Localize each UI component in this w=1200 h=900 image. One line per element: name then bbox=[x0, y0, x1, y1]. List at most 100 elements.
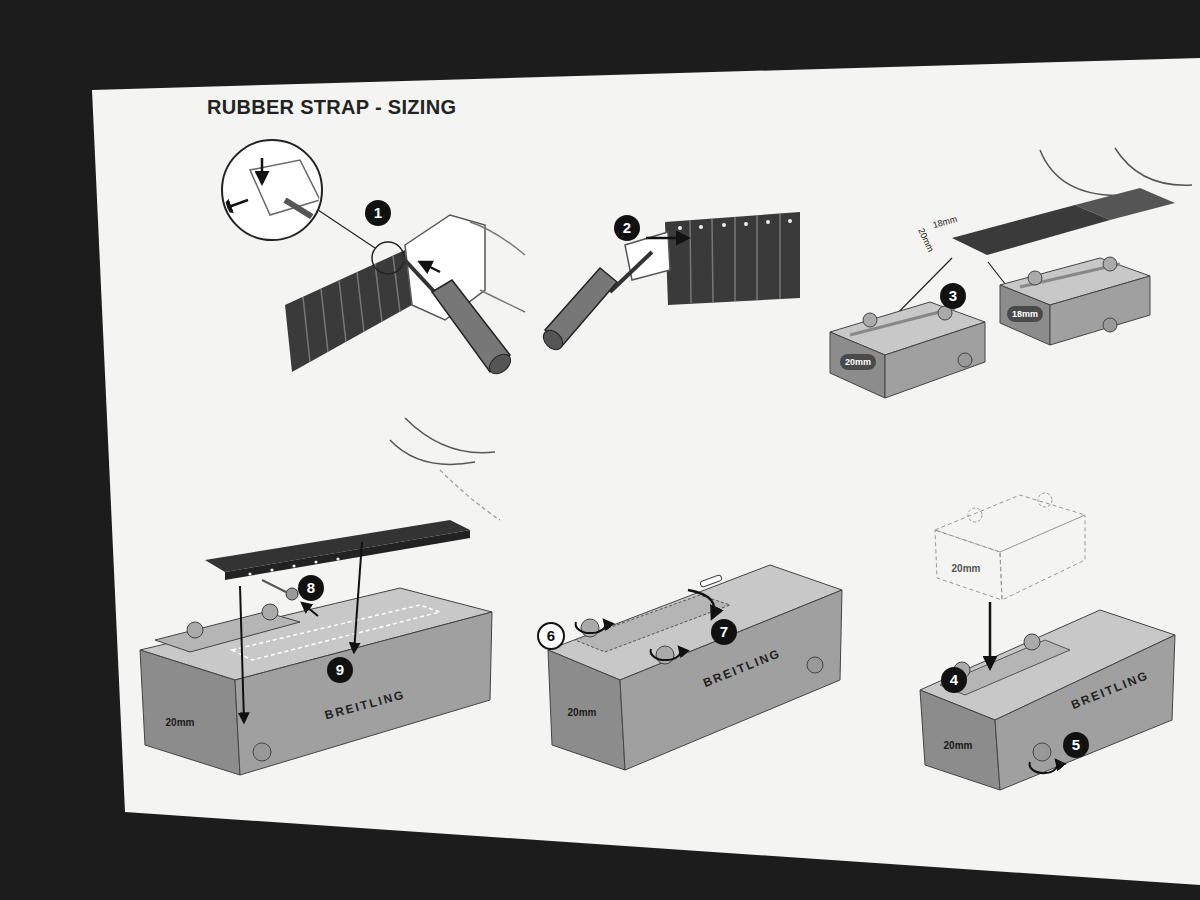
step3-illustration bbox=[830, 148, 1192, 398]
step6-7-illustration-part bbox=[548, 650, 625, 770]
step4-5-illustration-part bbox=[968, 508, 982, 522]
step4-5-illustration-part bbox=[935, 495, 1085, 552]
step2-illustration-part bbox=[690, 220, 691, 303]
callout-number: 4 bbox=[941, 667, 967, 693]
step6-7-illustration bbox=[548, 565, 842, 770]
dimension-label: 18mm bbox=[931, 214, 960, 231]
step2-illustration-part bbox=[779, 214, 781, 299]
step8-9-illustration-part bbox=[286, 588, 298, 600]
tool-size-label: 20mm bbox=[568, 707, 597, 718]
step8-9-illustration-part bbox=[302, 603, 318, 616]
step2-illustration-part bbox=[788, 219, 792, 223]
step6-7-illustration-part bbox=[576, 620, 606, 633]
step3-illustration-part bbox=[1040, 150, 1130, 195]
tool-size-label: 20mm bbox=[166, 717, 195, 728]
step1-illustration-part bbox=[480, 290, 525, 312]
step2-illustration-part bbox=[646, 237, 688, 240]
callout-number: 7 bbox=[711, 619, 737, 645]
step1-illustration-part bbox=[220, 158, 330, 228]
step3-illustration-part bbox=[1115, 148, 1192, 185]
step4-5-illustration-part bbox=[1033, 743, 1051, 761]
step8-9-illustration-part bbox=[155, 612, 300, 652]
card-title: RUBBER STRAP - SIZING bbox=[207, 96, 456, 119]
step1-illustration bbox=[220, 140, 525, 378]
step4-5-illustration-part bbox=[1038, 493, 1052, 507]
step1-illustration-part bbox=[222, 140, 322, 240]
step2-illustration-part bbox=[744, 222, 748, 226]
step3-illustration-part bbox=[1103, 318, 1117, 332]
step1-illustration-part bbox=[357, 272, 364, 332]
card-part bbox=[92, 58, 1200, 885]
step8-9-illustration-part bbox=[248, 572, 251, 575]
step2-illustration-part bbox=[766, 220, 770, 224]
step1-illustration-part bbox=[486, 350, 515, 378]
step8-9-illustration-part bbox=[405, 418, 495, 453]
tool-size-label: 20mm bbox=[944, 740, 973, 751]
step2-illustration-part bbox=[712, 219, 713, 302]
step3-illustration-part bbox=[1050, 276, 1150, 345]
callout-number: 2 bbox=[614, 215, 640, 241]
step2-illustration bbox=[540, 212, 800, 353]
step3-illustration-part bbox=[1000, 285, 1050, 345]
step1-illustration-part bbox=[250, 160, 320, 215]
step8-9-illustration-part bbox=[336, 557, 339, 560]
step6-7-illustration-part bbox=[807, 657, 823, 673]
step6-7-illustration-part bbox=[656, 646, 674, 664]
step2-illustration-part bbox=[665, 212, 800, 305]
step2-illustration-part bbox=[722, 223, 726, 227]
callout-number: 8 bbox=[298, 575, 324, 601]
step2-illustration-part bbox=[699, 225, 703, 229]
step8-9-illustration-part bbox=[140, 650, 240, 775]
brand-label: BREITLING bbox=[701, 646, 783, 690]
step1-illustration-part bbox=[321, 289, 328, 352]
step8-9-illustration-part bbox=[205, 520, 470, 572]
step1-illustration-part bbox=[220, 200, 248, 210]
step1-illustration-part bbox=[393, 256, 400, 312]
step2-illustration-part bbox=[540, 327, 567, 354]
step4-5-illustration-part bbox=[1000, 515, 1085, 600]
step8-9-illustration-part bbox=[440, 470, 500, 520]
step8-9-illustration-part bbox=[314, 560, 317, 563]
callout-number: 6 bbox=[537, 622, 565, 650]
callout-number: 5 bbox=[1063, 732, 1089, 758]
step8-9-illustration-part bbox=[240, 586, 244, 722]
step2-illustration-part bbox=[756, 215, 758, 300]
step6-7-illustration-part bbox=[700, 574, 723, 587]
step8-9-illustration-part bbox=[253, 743, 271, 761]
step8-9-illustration-part bbox=[354, 542, 362, 652]
step8-9-illustration-part bbox=[262, 604, 278, 620]
step4-5-illustration bbox=[920, 493, 1175, 790]
step8-9-illustration-part bbox=[270, 568, 273, 571]
tool-size-label: 20mm bbox=[952, 563, 981, 574]
step4-5-illustration-part bbox=[940, 640, 1070, 695]
step8-9-illustration bbox=[140, 418, 500, 775]
step8-9-illustration-part bbox=[262, 580, 286, 592]
step3-illustration-part bbox=[1028, 271, 1042, 285]
step8-9-illustration-part bbox=[292, 564, 295, 567]
step3-illustration-part bbox=[1103, 257, 1117, 271]
brand-label: BREITLING bbox=[1069, 668, 1151, 712]
step2-illustration-part bbox=[610, 252, 652, 292]
step3-illustration-part bbox=[958, 353, 972, 367]
step4-5-illustration-part bbox=[1030, 760, 1058, 773]
step6-7-illustration-part bbox=[581, 619, 599, 637]
step8-9-illustration-part bbox=[235, 612, 492, 775]
step4-5-illustration-part bbox=[920, 690, 1000, 790]
step1-illustration-part bbox=[303, 297, 310, 362]
callout-number: 3 bbox=[940, 283, 966, 309]
step6-7-illustration-part bbox=[651, 647, 681, 660]
step1-illustration-part bbox=[470, 222, 525, 255]
step2-illustration-part bbox=[678, 226, 682, 230]
step8-9-illustration-part bbox=[390, 440, 475, 464]
step2-illustration-part bbox=[734, 217, 736, 301]
size-badge: 20mm bbox=[840, 354, 876, 370]
step3-illustration-part bbox=[952, 205, 1110, 255]
step4-5-illustration-part bbox=[935, 530, 1002, 600]
callout-number: 1 bbox=[365, 200, 391, 226]
step1-illustration-part bbox=[372, 242, 404, 274]
step6-7-illustration-part bbox=[688, 590, 714, 618]
step6-7-illustration-part bbox=[575, 595, 730, 652]
